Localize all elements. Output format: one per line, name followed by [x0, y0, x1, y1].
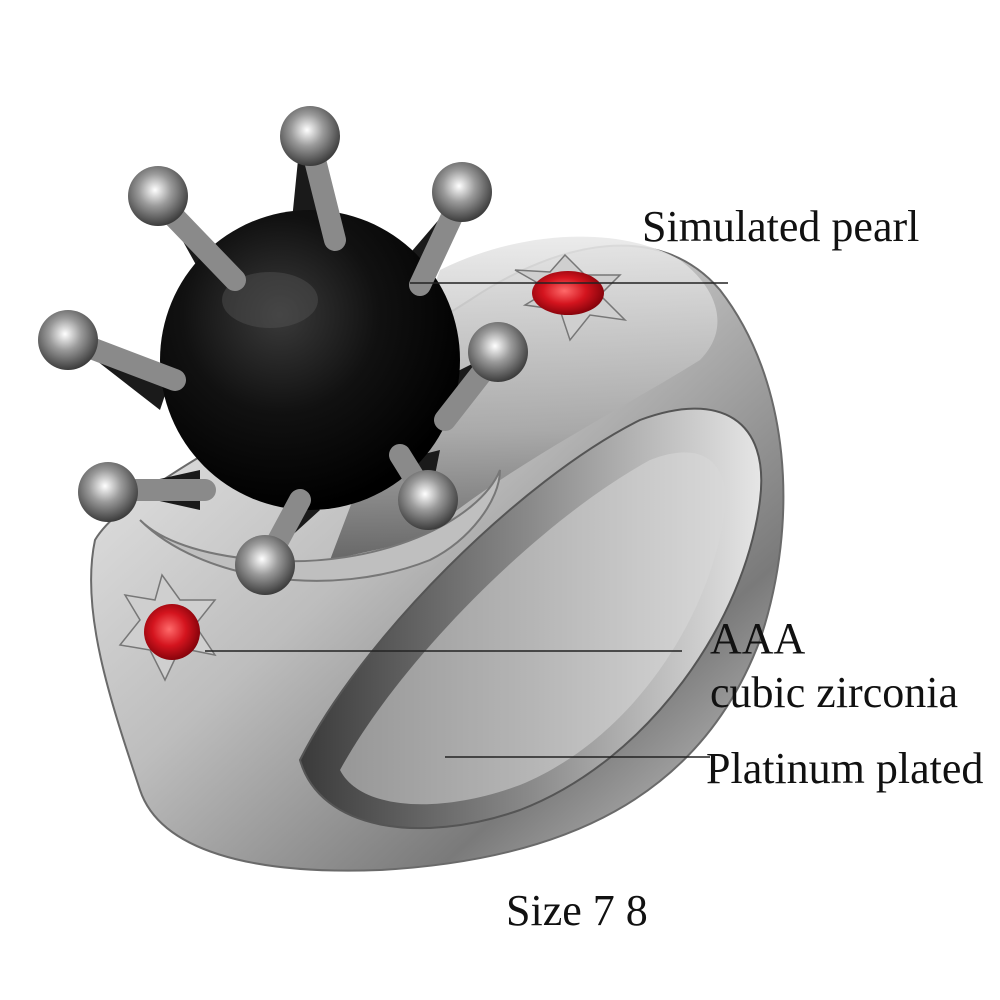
label-aaa: AAA — [710, 614, 806, 663]
red-stone-upper — [514, 253, 628, 342]
red-stone-lower — [118, 573, 217, 682]
prong-tips — [38, 106, 528, 595]
pearl-highlight — [222, 272, 318, 328]
label-simulated-pearl: Simulated pearl — [642, 202, 920, 251]
label-platinum-plated: Platinum plated — [706, 744, 984, 793]
label-size: Size 7 8 — [506, 886, 648, 935]
label-cubic-zirconia: cubic zirconia — [710, 668, 958, 717]
ring-inner-highlight — [340, 452, 726, 805]
